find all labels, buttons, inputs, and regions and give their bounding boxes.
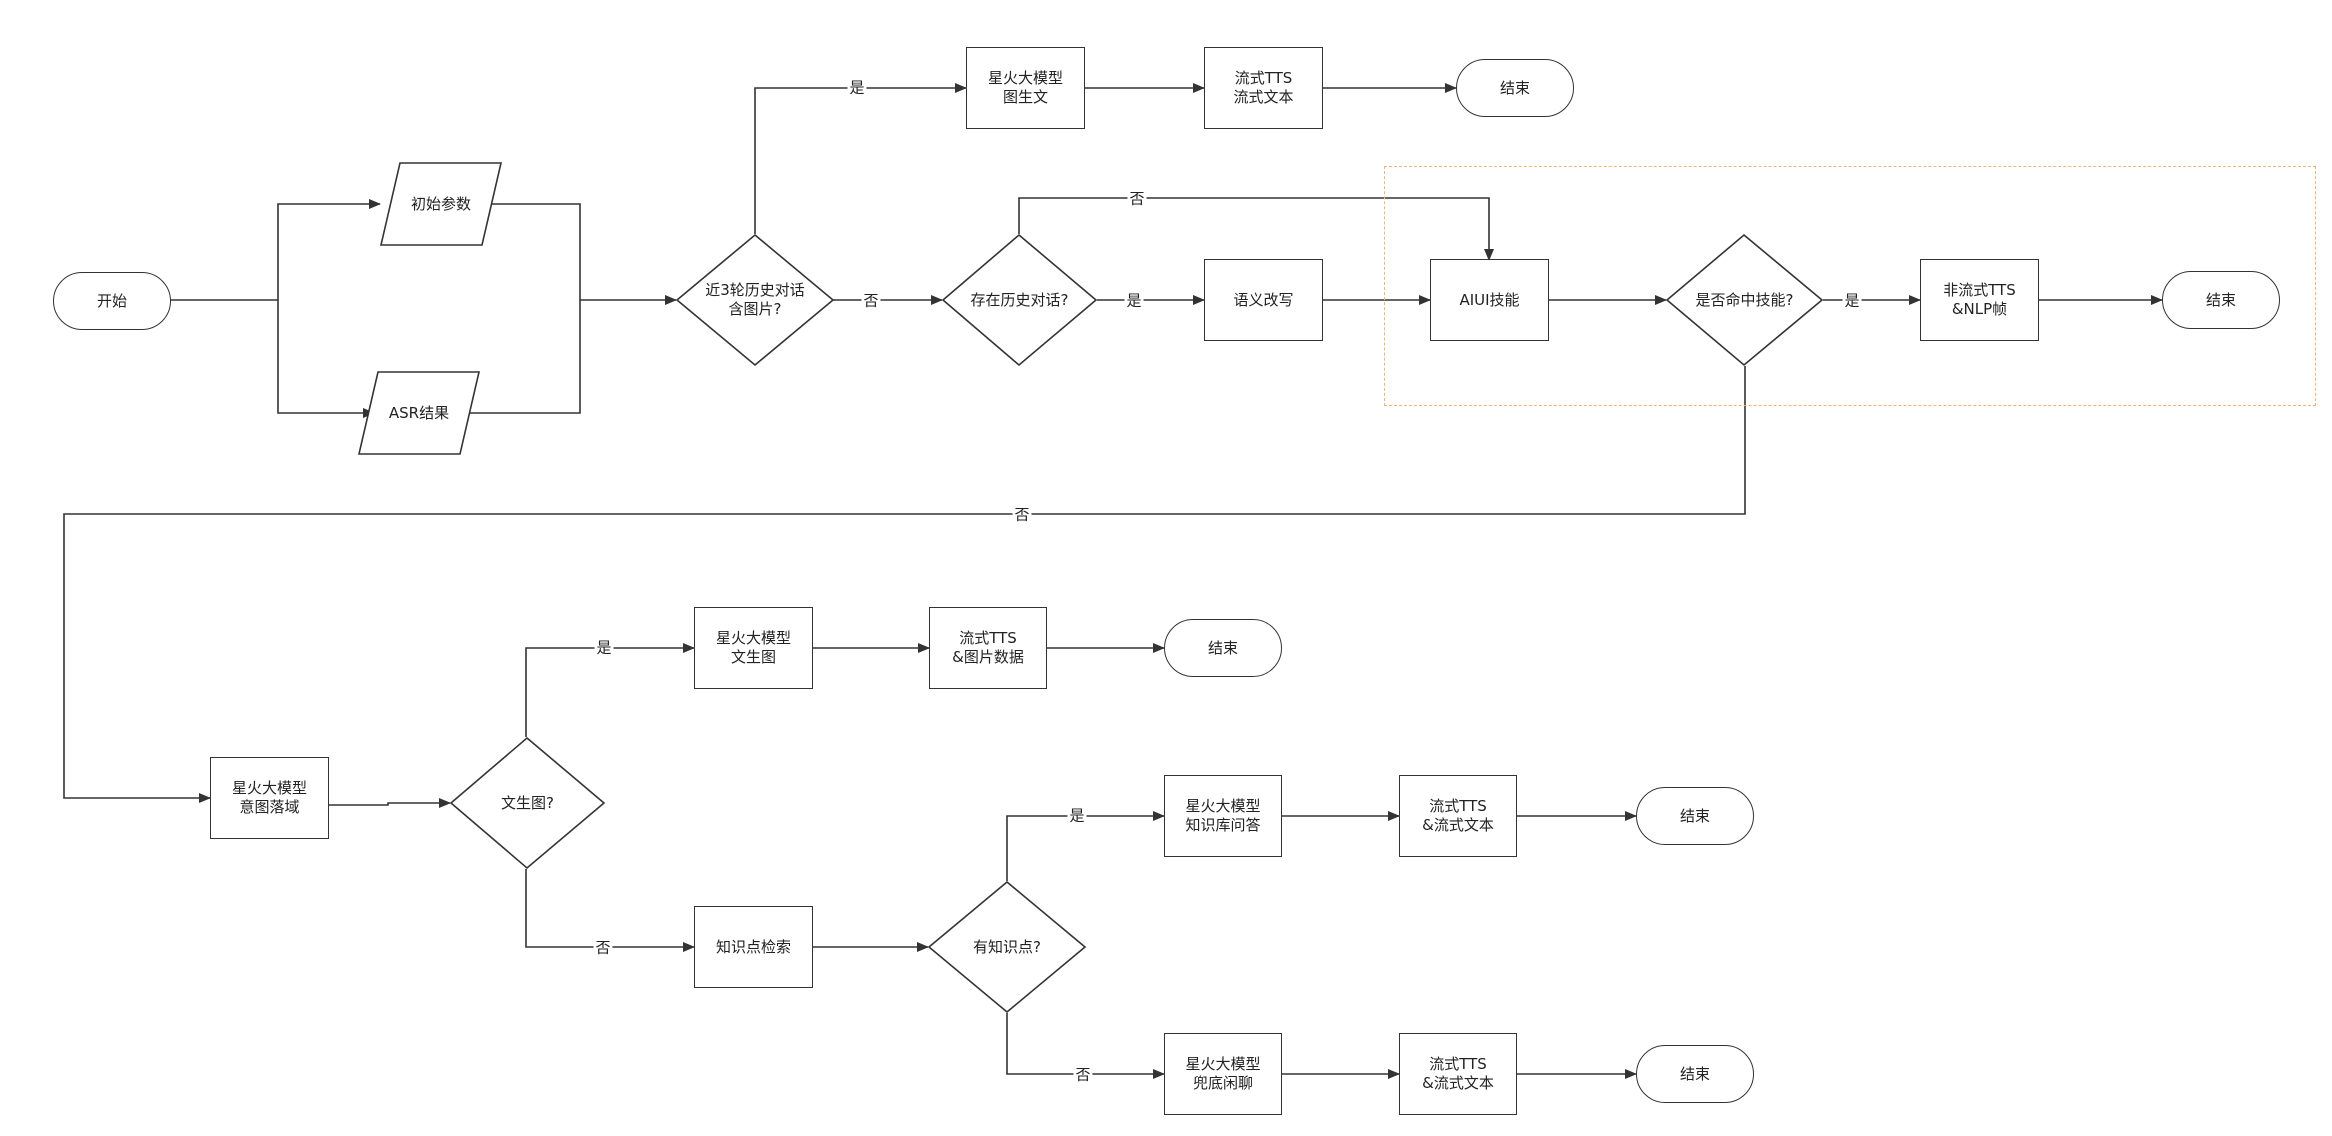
- edge-recent-image-yes: [754, 83, 967, 234]
- spark-text2img-node: 星火大模型 文生图: [694, 607, 813, 689]
- aiui-skill-region: [1384, 166, 2316, 406]
- edge-intent-text2img: [329, 798, 451, 808]
- end-node-1: 结束: [1456, 59, 1574, 117]
- edge-text2img-no: [525, 869, 695, 952]
- spark-fallback-chat-node: 星火大模型 兜底闲聊: [1164, 1033, 1282, 1115]
- spark-img2text-node: 星火大模型 图生文: [966, 47, 1085, 129]
- edge-text2img-yes: [525, 643, 695, 737]
- edge-asr-merge: [462, 300, 581, 414]
- diamond-shape: [927, 880, 1087, 1014]
- spark-kb-qa-node: 星火大模型 知识库问答: [1164, 775, 1282, 857]
- edge-label-history-yes: 是: [1124, 291, 1144, 310]
- edge-split-init-params: [277, 199, 381, 300]
- diamond-shape: [449, 736, 606, 870]
- text2img-decision: 文生图?: [449, 736, 606, 870]
- recent-image-decision: 近3轮历史对话 含图片?: [675, 233, 835, 367]
- edge-hit-skill-no: [63, 366, 1746, 803]
- edge-knowledge-yes: [1006, 811, 1165, 881]
- edge-label-recent-image-yes: 是: [847, 78, 867, 97]
- init-params-node: 初始参数: [379, 162, 503, 246]
- edge-history-no: [1018, 197, 1494, 261]
- edge-label-hit-skill-no: 否: [1012, 505, 1032, 524]
- end-node-4: 结束: [1636, 787, 1754, 845]
- has-history-decision: 存在历史对话?: [941, 233, 1098, 367]
- parallelogram-shape: [357, 371, 481, 455]
- aiui-skill-node: AIUI技能: [1430, 259, 1549, 341]
- has-knowledge-decision: 有知识点?: [927, 880, 1087, 1014]
- tts-stream-text-node-3: 流式TTS &流式文本: [1399, 1033, 1517, 1115]
- edge-init-params-merge: [486, 203, 581, 300]
- tts-stream-text-node-1: 流式TTS 流式文本: [1204, 47, 1323, 129]
- nonstream-tts-nlp-node: 非流式TTS &NLP帧: [1920, 259, 2039, 341]
- end-node-5: 结束: [1636, 1045, 1754, 1103]
- edge-label-text2img-yes: 是: [594, 638, 614, 657]
- tts-image-data-node: 流式TTS &图片数据: [929, 607, 1047, 689]
- semantic-rewrite-node: 语义改写: [1204, 259, 1323, 341]
- diamond-shape: [941, 233, 1098, 367]
- hit-skill-decision: 是否命中技能?: [1665, 233, 1824, 367]
- parallelogram-shape: [379, 162, 503, 246]
- edge-label-knowledge-yes: 是: [1067, 806, 1087, 825]
- edge-label-recent-image-no: 否: [861, 291, 881, 310]
- end-node-3: 结束: [1164, 619, 1282, 677]
- edge-knowledge-no: [1006, 1013, 1165, 1079]
- end-node-2: 结束: [2162, 271, 2280, 329]
- edge-split-asr: [277, 300, 375, 418]
- edge-label-text2img-no: 否: [593, 938, 613, 957]
- diamond-shape: [1665, 233, 1824, 367]
- asr-result-node: ASR结果: [357, 371, 481, 455]
- knowledge-search-node: 知识点检索: [694, 906, 813, 988]
- edge-label-hit-skill-yes: 是: [1842, 291, 1862, 310]
- start-node: 开始: [53, 272, 171, 330]
- diamond-shape: [675, 233, 835, 367]
- edge-label-history-no: 否: [1127, 189, 1147, 208]
- edge-label-knowledge-no: 否: [1073, 1065, 1093, 1084]
- spark-intent-node: 星火大模型 意图落域: [210, 757, 329, 839]
- tts-stream-text-node-2: 流式TTS &流式文本: [1399, 775, 1517, 857]
